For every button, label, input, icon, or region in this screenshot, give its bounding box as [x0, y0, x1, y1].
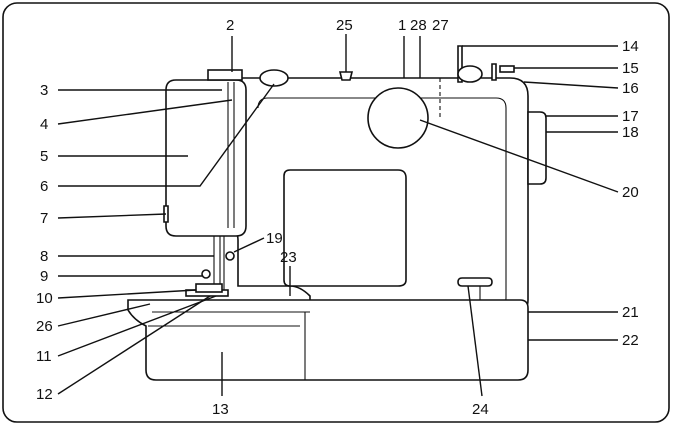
- label-28: 28: [410, 17, 427, 34]
- label-22: 22: [622, 332, 639, 349]
- pattern-dial: [367, 87, 429, 149]
- leader-12: [57, 295, 211, 395]
- leader-10: [57, 289, 197, 299]
- handwheel: [527, 111, 547, 185]
- presser-bar: [213, 236, 221, 288]
- label-16: 16: [622, 80, 639, 97]
- leader-24: [467, 285, 483, 397]
- leader-16: [523, 81, 619, 89]
- label-5: 5: [40, 148, 48, 165]
- label-1: 1: [398, 17, 406, 34]
- take-up-lever-slot: [227, 82, 235, 228]
- bobbin-winder-disk: [457, 65, 483, 83]
- label-23: 23: [280, 249, 297, 266]
- tension-dial: [259, 69, 289, 87]
- arm-opening: [283, 169, 407, 287]
- label-9: 9: [40, 268, 48, 285]
- label-3: 3: [40, 82, 48, 99]
- label-13: 13: [212, 401, 229, 418]
- machine-illustration: [127, 45, 547, 381]
- leader-26: [57, 303, 151, 327]
- label-4: 4: [40, 116, 48, 133]
- machine-base: [127, 299, 529, 381]
- machine-head: [165, 79, 247, 237]
- label-15: 15: [622, 60, 639, 77]
- label-10: 10: [36, 290, 53, 307]
- leader-lines: [57, 34, 619, 397]
- thread-take-up-top: [207, 69, 243, 81]
- needle-clamp-screw: [225, 251, 235, 261]
- label-21: 21: [622, 304, 639, 321]
- label-11: 11: [36, 348, 52, 365]
- leader-19: [233, 237, 265, 253]
- bobbin-winder-spindle: [491, 63, 497, 81]
- presser-foot-screw: [201, 269, 211, 279]
- leader-4: [57, 99, 233, 125]
- reverse-lever: [457, 277, 493, 287]
- label-2: 2: [226, 17, 234, 34]
- label-20: 20: [622, 184, 639, 201]
- label-18: 18: [622, 124, 639, 141]
- leader-7: [57, 213, 167, 219]
- label-26: 26: [36, 318, 53, 335]
- label-25: 25: [336, 17, 353, 34]
- label-14: 14: [622, 38, 639, 55]
- thread-guide-top: [338, 71, 354, 81]
- label-27: 27: [432, 17, 449, 34]
- label-12: 12: [36, 386, 53, 403]
- label-19: 19: [266, 230, 283, 247]
- label-7: 7: [40, 210, 48, 227]
- label-6: 6: [40, 178, 48, 195]
- leader-11: [57, 295, 217, 357]
- leader-20: [419, 119, 619, 193]
- part-labels: 1 28 27 2 25 3 4 5 6 7 8 9 10 26 11 12 1…: [36, 17, 639, 418]
- label-8: 8: [40, 248, 48, 265]
- label-24: 24: [472, 401, 489, 418]
- label-17: 17: [622, 108, 639, 125]
- presser-foot: [195, 283, 223, 293]
- leader-6: [58, 83, 275, 187]
- bobbin-winder-stop: [499, 65, 515, 73]
